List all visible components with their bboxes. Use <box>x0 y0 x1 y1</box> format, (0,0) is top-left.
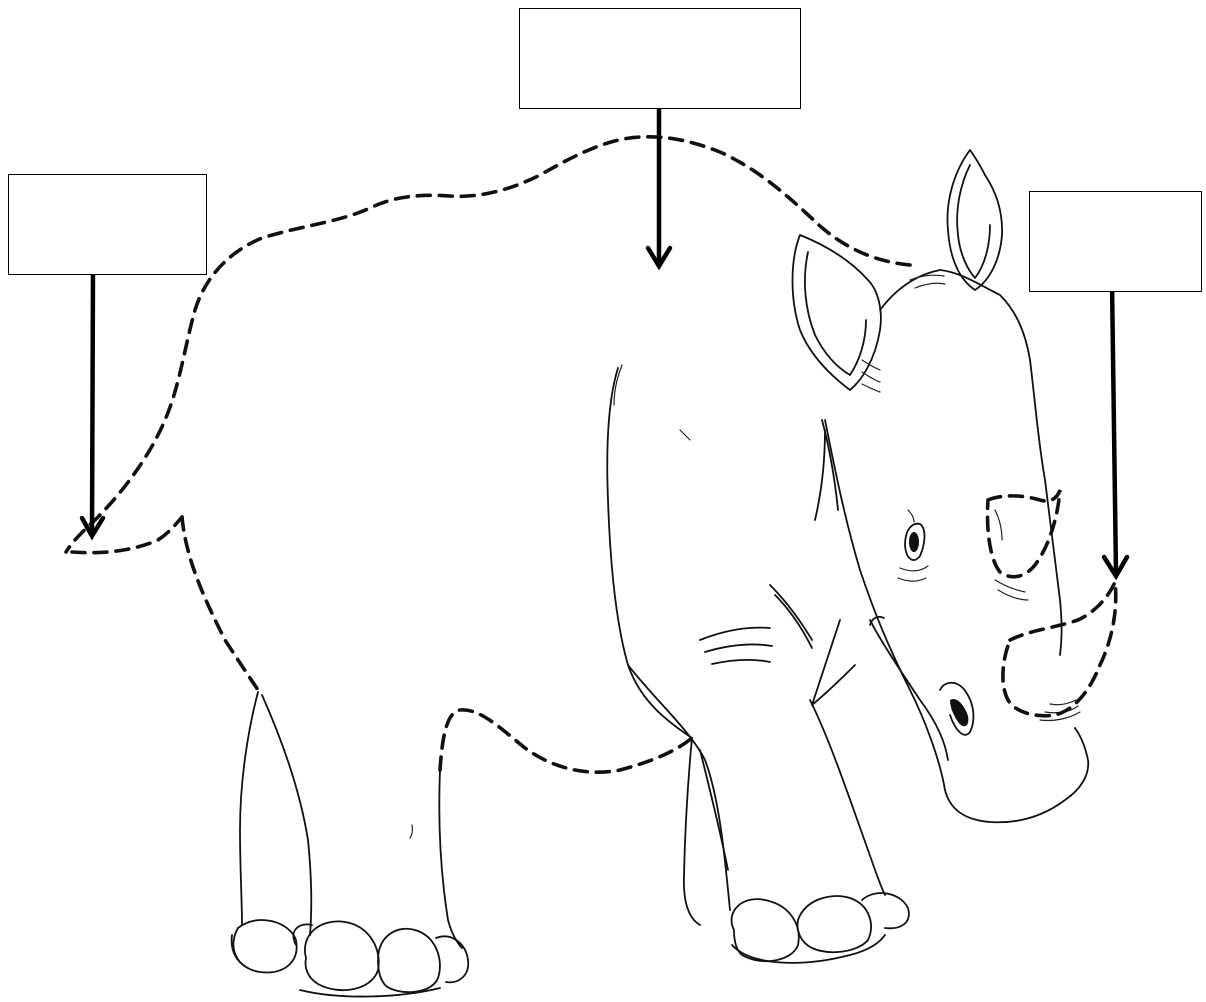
left-ear-inner <box>804 251 867 376</box>
eye-pupil <box>909 532 919 552</box>
tail-arrow-line <box>89 269 96 535</box>
back-arrow-head <box>645 245 673 271</box>
tail-arrow-head <box>79 515 106 541</box>
nostril-dark <box>950 698 969 727</box>
rear-hind-leg <box>239 691 259 926</box>
eye-wrinkles <box>897 509 929 582</box>
belly-join <box>409 824 413 839</box>
label-box-tail[interactable] <box>8 174 207 275</box>
head-top <box>879 269 1063 656</box>
neck-fold <box>679 429 691 441</box>
front-toe <box>796 895 872 954</box>
horn-arrow-head <box>1101 554 1130 581</box>
small-horn-dashed <box>985 489 1062 579</box>
eye-outline <box>904 522 926 561</box>
left-ear-fold <box>861 359 881 393</box>
right-ear-inner <box>956 164 991 279</box>
front-leg-chest <box>811 619 856 706</box>
face-left <box>824 419 1090 824</box>
back-outline-dashed <box>64 134 912 554</box>
front-leg-outer <box>627 664 731 911</box>
front-toe <box>861 892 910 930</box>
hind-leg-dashed <box>180 515 260 692</box>
front-foot-base <box>731 934 886 964</box>
shoulder-line-inner <box>613 364 623 406</box>
cheek-line <box>869 619 949 761</box>
brow-wrinkles <box>909 274 946 289</box>
label-box-horn[interactable] <box>1029 191 1202 292</box>
rear-hind-leg-inner <box>261 694 313 936</box>
nostril <box>939 681 975 736</box>
left-ear <box>791 234 882 391</box>
hind-toe <box>377 927 441 993</box>
shoulder-line <box>606 367 693 739</box>
skin-fold <box>699 626 773 665</box>
neck-fold <box>814 419 839 521</box>
large-horn-dashed <box>1001 575 1118 718</box>
horn-arrow-line <box>1109 282 1119 575</box>
hind-toe <box>292 923 313 946</box>
right-ear <box>946 149 1003 291</box>
hind-foot-base <box>230 934 441 998</box>
label-box-back[interactable] <box>519 8 801 109</box>
hind-toe <box>435 935 470 984</box>
rear-front-leg <box>683 737 701 926</box>
cheek-curl <box>869 615 885 626</box>
front-hind-leg <box>438 769 463 949</box>
hind-toe <box>304 920 380 992</box>
belly-outline-dashed <box>438 708 694 774</box>
skin-fold <box>769 584 813 649</box>
tail-outline-dashed <box>70 515 184 555</box>
front-leg-inner <box>809 699 886 896</box>
small-horn-wrinkles <box>994 509 1029 601</box>
